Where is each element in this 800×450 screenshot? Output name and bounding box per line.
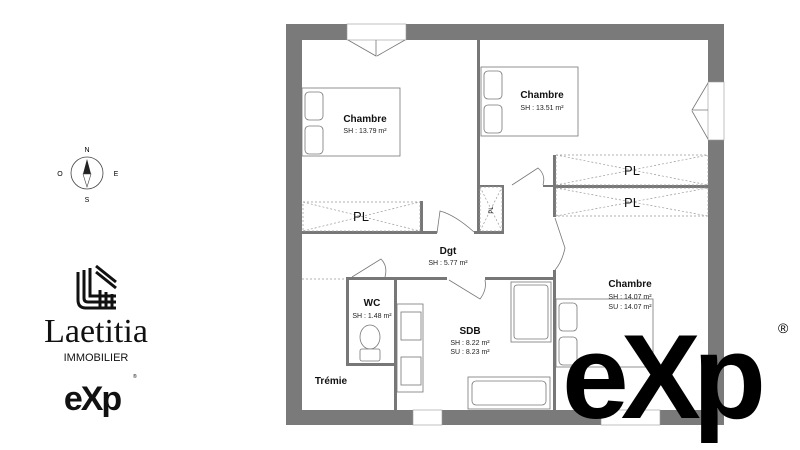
svg-text:eXp: eXp bbox=[64, 380, 122, 418]
exp-logo-large: eXp ® bbox=[562, 310, 789, 444]
room-name: Chambre bbox=[608, 279, 652, 290]
room-area: SU : 8.23 m² bbox=[450, 349, 490, 356]
closet-label: PL bbox=[624, 163, 640, 178]
svg-text:®: ® bbox=[778, 320, 789, 336]
svg-text:O: O bbox=[57, 171, 63, 178]
room-area: SH : 13.79 m² bbox=[343, 128, 387, 135]
room-area: SU : 14.07 m² bbox=[608, 304, 652, 311]
compass-icon: N E S O bbox=[57, 147, 118, 204]
room-name: Chambre bbox=[520, 90, 564, 101]
room-area: SH : 8.22 m² bbox=[450, 340, 490, 347]
svg-text:®: ® bbox=[133, 373, 137, 380]
laetitia-logo: Laetitia IMMOBILIER eXp ® bbox=[44, 264, 148, 418]
closets: PL PL PL PL bbox=[302, 154, 709, 232]
room-labels: Chambre SH : 13.79 m² Chambre SH : 13.51… bbox=[315, 90, 652, 387]
room-name: Chambre bbox=[343, 114, 387, 125]
svg-text:E: E bbox=[114, 171, 119, 178]
svg-text:IMMOBILIER: IMMOBILIER bbox=[64, 352, 129, 364]
room-area: SH : 5.77 m² bbox=[428, 260, 468, 267]
svg-text:Laetitia: Laetitia bbox=[44, 313, 148, 350]
room-area: SH : 13.51 m² bbox=[520, 105, 564, 112]
closet-label: PL bbox=[353, 209, 369, 224]
furniture bbox=[301, 66, 654, 410]
closet-label: PL bbox=[489, 206, 495, 214]
room-area: SH : 1.48 m² bbox=[352, 313, 392, 320]
room-name: Dgt bbox=[440, 246, 457, 257]
room-name: SDB bbox=[459, 326, 480, 337]
svg-text:eXp: eXp bbox=[562, 310, 762, 444]
room-name: Trémie bbox=[315, 376, 348, 387]
room-name: WC bbox=[364, 298, 381, 309]
svg-text:N: N bbox=[84, 147, 89, 154]
room-area: SH : 14.07 m² bbox=[608, 294, 652, 301]
svg-text:S: S bbox=[85, 197, 90, 204]
interior-walls bbox=[302, 40, 708, 410]
closet-label: PL bbox=[624, 195, 640, 210]
